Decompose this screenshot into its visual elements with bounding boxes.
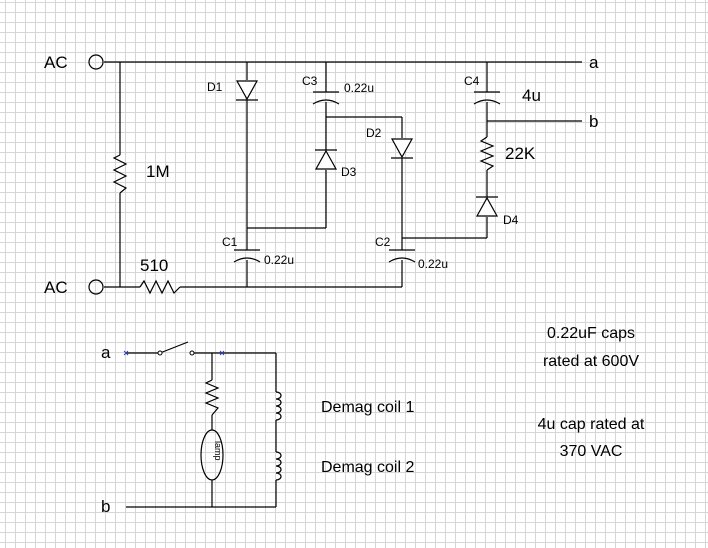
resistor-lamp-series xyxy=(204,379,220,416)
node-markers xyxy=(123,350,225,356)
capacitor-c3-label: C3 xyxy=(302,74,318,88)
switch-contact-left xyxy=(157,350,163,356)
diode-d1-label: D1 xyxy=(207,80,223,94)
ac-terminal-top-label: AC xyxy=(44,53,68,72)
capacitor-c2-value: 0.22u xyxy=(418,257,448,271)
demag-coil-1-icon xyxy=(275,391,282,421)
diode-d2-label: D2 xyxy=(366,126,382,140)
diode-d3 xyxy=(314,149,338,170)
ac-terminal-top-circle xyxy=(88,54,104,70)
capacitor-c3-value: 0.22u xyxy=(344,81,374,95)
demag-coil-1-label: Demag coil 1 xyxy=(321,399,414,416)
ac-terminal-bottom-label: AC xyxy=(44,278,68,297)
diode-d4-label: D4 xyxy=(503,213,519,227)
diode-d3-label: D3 xyxy=(341,165,357,179)
resistor-510-label: 510 xyxy=(140,256,168,275)
capacitor-c4 xyxy=(473,91,501,105)
lower-circuit-wires xyxy=(126,341,277,508)
capacitor-c2-label: C2 xyxy=(375,235,391,249)
capacitor-c1 xyxy=(233,249,261,263)
input-b-label: b xyxy=(101,497,110,516)
note-caps-line1: 0.22uF caps xyxy=(547,325,635,342)
switch-blade xyxy=(159,341,189,354)
capacitor-c2 xyxy=(388,249,416,263)
upper-circuit-wires xyxy=(104,61,582,288)
resistor-1m xyxy=(112,154,128,194)
capacitor-c3 xyxy=(312,91,340,105)
resistor-510 xyxy=(139,279,181,295)
lamp-label: lamp xyxy=(213,441,223,461)
demag-coil-2-icon xyxy=(275,451,282,481)
output-a-label: a xyxy=(589,53,599,72)
diode-d4 xyxy=(475,196,499,217)
capacitor-c4-value: 4u xyxy=(522,86,541,105)
resistor-22k xyxy=(479,136,495,171)
resistor-1m-label: 1M xyxy=(146,162,170,181)
capacitor-c4-label: C4 xyxy=(464,74,480,88)
note-cap4-line2: 370 VAC xyxy=(560,443,623,460)
switch-contact-right xyxy=(189,350,195,356)
capacitor-c1-label: C1 xyxy=(222,235,238,249)
output-b-label: b xyxy=(589,112,598,131)
note-caps-line2: rated at 600V xyxy=(543,353,639,370)
input-a-label: a xyxy=(101,343,111,362)
ac-terminal-bottom-circle xyxy=(88,279,104,295)
resistor-22k-label: 22K xyxy=(505,144,536,163)
lamp-icon xyxy=(200,429,224,481)
diode-d1 xyxy=(235,80,259,101)
note-cap4-line1: 4u cap rated at xyxy=(538,416,645,433)
diode-d2 xyxy=(390,138,414,159)
capacitor-c1-value: 0.22u xyxy=(264,253,294,267)
demag-coil-2-label: Demag coil 2 xyxy=(321,459,414,476)
